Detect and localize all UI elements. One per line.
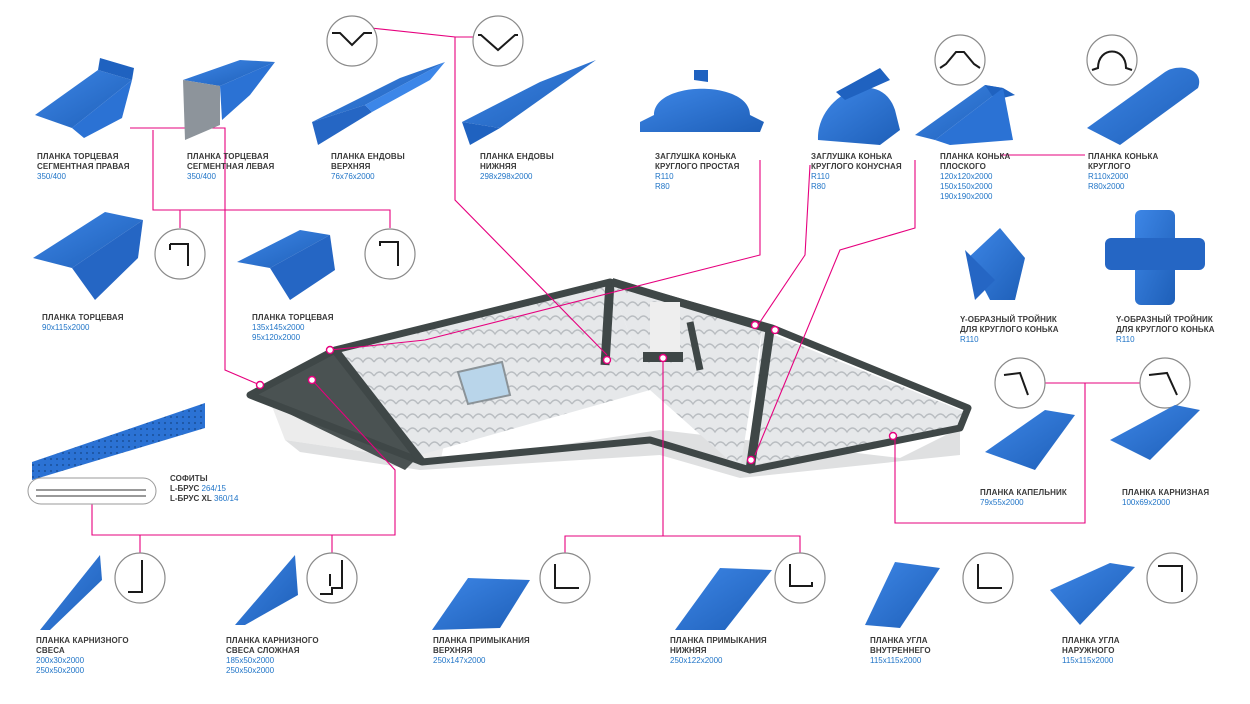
render-gable-segment-left — [183, 60, 275, 140]
render-ridge-round — [1087, 67, 1200, 145]
profile-abutment-upper — [539, 552, 591, 604]
profile-abutment-lower — [774, 552, 826, 604]
render-outer-corner — [1050, 563, 1135, 625]
profile-eaves — [1139, 357, 1191, 409]
render-valley-lower — [462, 60, 596, 145]
render-inner-corner — [865, 562, 940, 628]
render-y-tee-1 — [965, 228, 1025, 300]
profile-outer-corner — [1146, 552, 1198, 604]
render-valley-upper — [312, 62, 445, 145]
product-renders — [27, 58, 1205, 630]
render-gable-small — [33, 212, 143, 300]
render-abutment-lower — [675, 568, 772, 630]
profile-eaves-overhang — [114, 552, 166, 604]
profile-eaves-complex — [306, 552, 358, 604]
render-abutment-upper — [432, 578, 530, 630]
render-eaves-overhang — [40, 555, 102, 630]
render-ridge-cap-cone — [817, 68, 900, 145]
profile-gable-small — [154, 228, 206, 280]
profile-inner-corner — [962, 552, 1014, 604]
render-gable-segment-right — [35, 58, 134, 138]
profile-drip — [994, 357, 1046, 409]
roof-model — [246, 278, 972, 478]
render-eaves — [1110, 405, 1200, 460]
profile-round-ridge — [1086, 34, 1138, 86]
connector-lines — [91, 25, 1140, 553]
render-drip — [985, 410, 1075, 470]
render-gable-large — [237, 230, 335, 300]
render-eaves-overhang-complex — [235, 555, 298, 625]
profile-valley-upper — [326, 15, 378, 67]
profile-gable-large — [364, 228, 416, 280]
profile-valley-lower — [472, 15, 524, 67]
render-ridge-cap-simple — [640, 70, 764, 132]
render-soffit — [27, 403, 205, 505]
profile-flat-ridge — [934, 34, 986, 86]
connector-dots — [255, 320, 898, 465]
render-ridge-flat — [915, 85, 1015, 145]
profile-circles — [114, 15, 1198, 604]
render-y-tee-2 — [1105, 210, 1205, 305]
